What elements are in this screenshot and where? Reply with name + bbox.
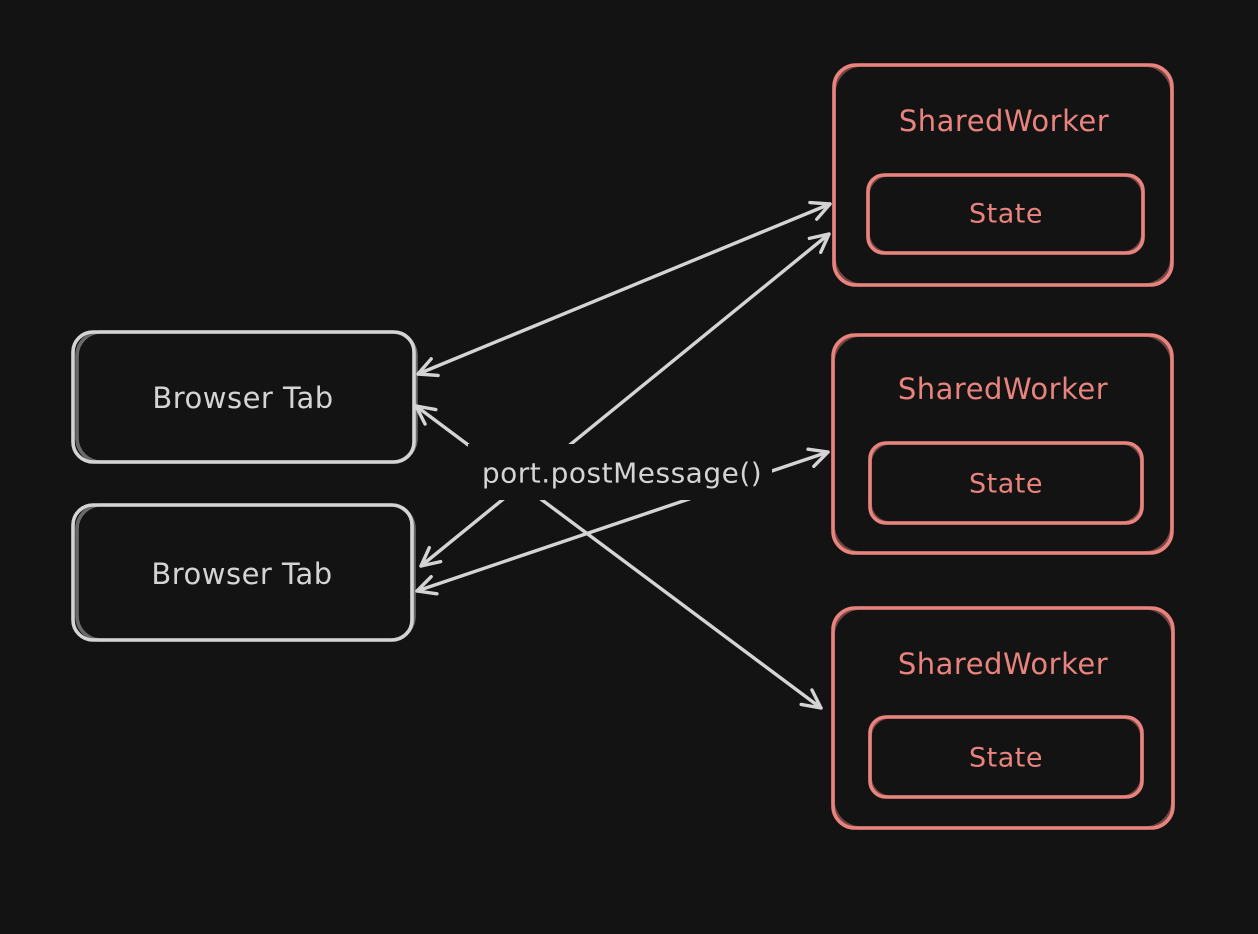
shared-worker-3-state-box: State [868,715,1144,799]
shared-worker-3-state-label: State [969,743,1043,774]
shared-worker-3: SharedWorker State [831,606,1175,830]
arrow-tab1-worker1 [416,200,832,378]
shared-worker-3-label: SharedWorker [898,647,1108,681]
center-label-backdrop [468,444,772,500]
shared-worker-2-state-box: State [868,441,1144,525]
browser-tab-1-label: Browser Tab [152,381,333,415]
browser-tab-1: Browser Tab [71,330,418,464]
browser-tab-2: Browser Tab [71,503,416,642]
shared-worker-1-state-box: State [866,173,1145,255]
arrow-tab2-worker1 [419,232,831,568]
shared-worker-1: SharedWorker State [832,63,1174,287]
shared-worker-1-label: SharedWorker [899,104,1109,138]
shared-worker-2-state-label: State [969,469,1043,500]
browser-tab-2-label: Browser Tab [151,557,332,591]
shared-worker-1-state-label: State [969,199,1043,230]
shared-worker-2: SharedWorker State [831,333,1174,555]
shared-worker-2-label: SharedWorker [898,372,1108,406]
center-label: port.postMessage() [482,457,762,490]
